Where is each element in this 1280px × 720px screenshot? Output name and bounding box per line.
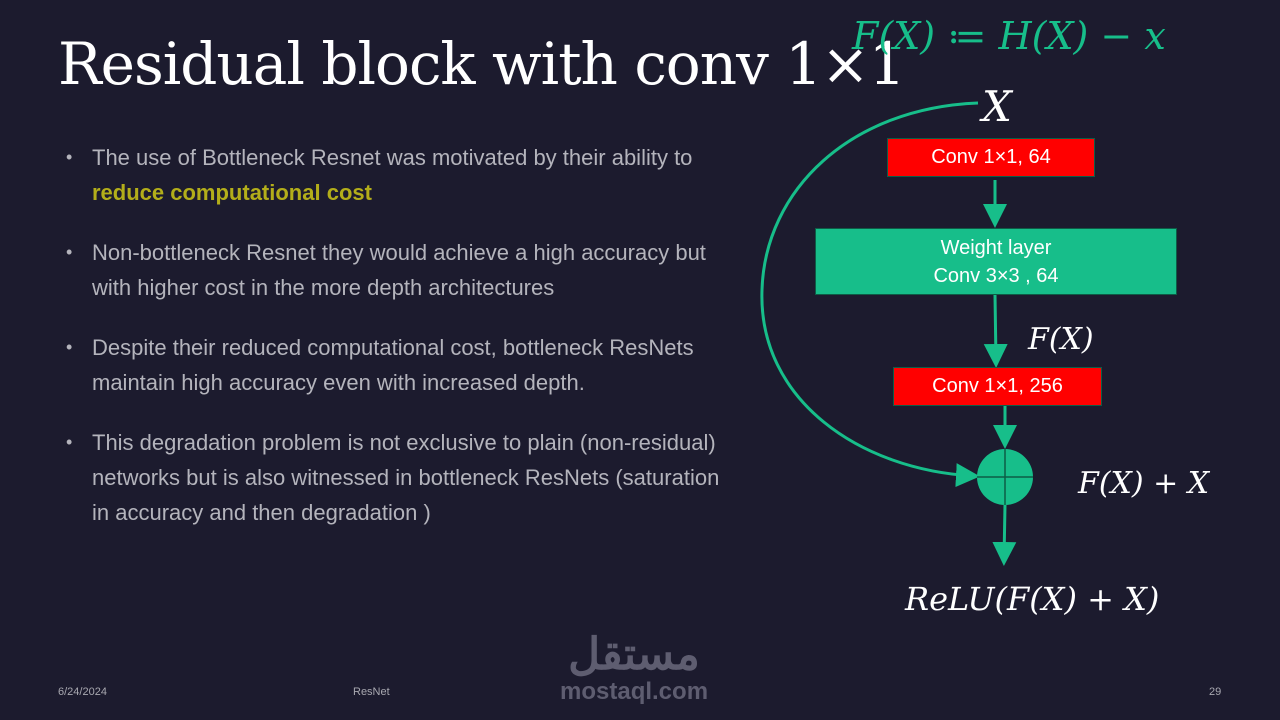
output-label: ReLU(F(X) + X)	[905, 580, 1160, 618]
arrow	[992, 504, 1017, 566]
skip-connection	[760, 101, 980, 488]
arrow	[983, 294, 1008, 368]
highlight-text: reduce computational cost	[92, 180, 372, 205]
bullet-item: This degradation problem is not exclusiv…	[66, 425, 726, 530]
bullet-list: The use of Bottleneck Resnet was motivat…	[66, 140, 726, 555]
sum-label: F(X) + X	[1078, 466, 1210, 501]
conv3-box: Conv 1×1, 256	[893, 367, 1102, 406]
bullet-item: Despite their reduced computational cost…	[66, 330, 726, 400]
input-label: X	[982, 82, 1012, 131]
slide-title: Residual block with conv 1×1	[58, 30, 906, 98]
bullet-item: The use of Bottleneck Resnet was motivat…	[66, 140, 726, 210]
page-number: 29	[1209, 686, 1222, 698]
residual-formula: F(X) ≔ H(X) − x	[852, 14, 1166, 58]
bullet-item: Non-bottleneck Resnet they would achieve…	[66, 235, 726, 305]
footer-date: 6/24/2024	[58, 686, 107, 698]
footer-title: ResNet	[353, 686, 390, 698]
conv1-box: Conv 1×1, 64	[887, 138, 1095, 177]
fx-label: F(X)	[1028, 322, 1094, 357]
watermark: مستقل mostaql.com	[560, 630, 709, 706]
